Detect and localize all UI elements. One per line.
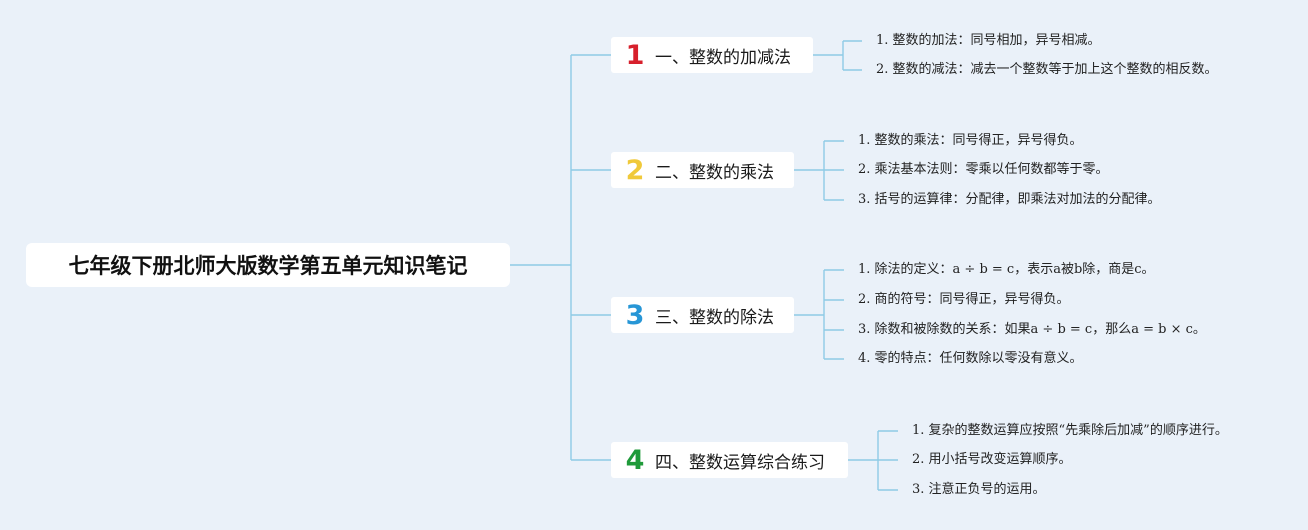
topic-label: 四、整数运算综合练习 <box>655 452 825 473</box>
topic-addition-subtraction[interactable]: 1 一、整数的加减法 <box>611 37 813 73</box>
central-topic-title: 七年级下册北师大版数学第五单元知识笔记 <box>68 254 468 278</box>
subtopic-item[interactable]: 1. 整数的加法：同号相加，异号相减。 <box>876 33 1101 48</box>
topic-number-badge: 2 <box>625 154 645 186</box>
subtopic-item[interactable]: 3. 除数和被除数的关系：如果a ÷ b = c，那么a = b × c。 <box>858 322 1206 337</box>
topic-number-badge: 3 <box>625 299 645 331</box>
subtopic-item[interactable]: 4. 零的特点：任何数除以零没有意义。 <box>858 351 1083 366</box>
subtopic-item[interactable]: 2. 整数的减法：减去一个整数等于加上这个整数的相反数。 <box>876 62 1218 77</box>
topic-multiplication[interactable]: 2 二、整数的乘法 <box>611 152 794 188</box>
topic-integer-operations-practice[interactable]: 4 四、整数运算综合练习 <box>611 442 848 478</box>
topic-division[interactable]: 3 三、整数的除法 <box>611 297 794 333</box>
topic-label: 一、整数的加减法 <box>655 47 791 68</box>
subtopic-item[interactable]: 3. 注意正负号的运用。 <box>912 482 1046 497</box>
subtopic-item[interactable]: 2. 商的符号：同号得正，异号得负。 <box>858 292 1070 307</box>
subtopic-item[interactable]: 1. 除法的定义：a ÷ b = c，表示a被b除，商是c。 <box>858 262 1155 277</box>
topic-number-badge: 4 <box>625 444 645 476</box>
subtopic-item[interactable]: 3. 括号的运算律：分配律，即乘法对加法的分配律。 <box>858 192 1161 207</box>
topic-label: 二、整数的乘法 <box>655 162 774 183</box>
topic-label: 三、整数的除法 <box>655 307 774 328</box>
subtopic-item[interactable]: 1. 复杂的整数运算应按照“先乘除后加减”的顺序进行。 <box>912 423 1228 438</box>
subtopic-item[interactable]: 1. 整数的乘法：同号得正，异号得负。 <box>858 133 1083 148</box>
central-topic[interactable]: 七年级下册北师大版数学第五单元知识笔记 <box>26 243 510 287</box>
topic-number-badge: 1 <box>625 39 645 71</box>
subtopic-item[interactable]: 2. 用小括号改变运算顺序。 <box>912 452 1072 467</box>
subtopic-item[interactable]: 2. 乘法基本法则：零乘以任何数都等于零。 <box>858 162 1109 177</box>
